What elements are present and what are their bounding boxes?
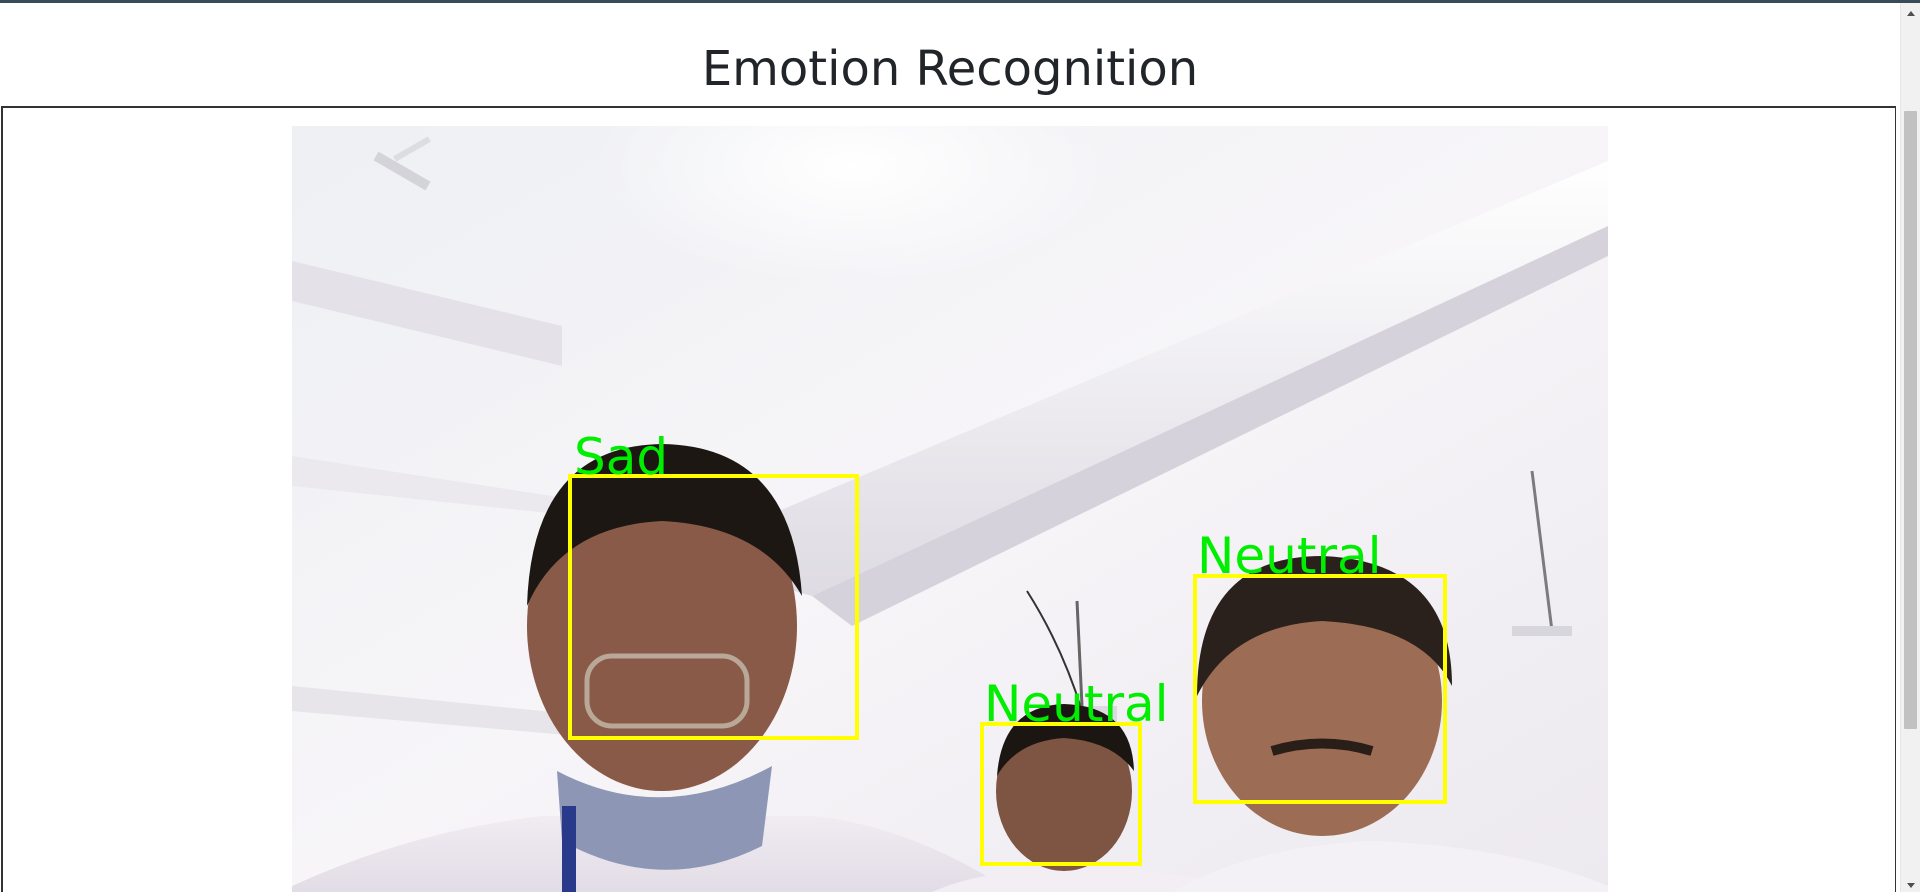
- face-box-sad: [568, 474, 859, 740]
- ceiling-beam-left: [292, 261, 562, 366]
- ceiling-fan-left: [373, 136, 431, 191]
- camera-feed-image: Sad Neutral Neutral: [292, 126, 1608, 892]
- person-right: [1172, 556, 1608, 892]
- person-left: [292, 444, 1012, 892]
- ceiling-light-glow: [592, 126, 1112, 286]
- scroll-up-arrow-icon[interactable]: [1901, 5, 1920, 21]
- browser-top-strip: [0, 0, 1920, 3]
- face-label-neutral-right: Neutral: [1197, 527, 1382, 585]
- face-box-neutral-right: [1193, 574, 1447, 804]
- face-label-sad: Sad: [574, 428, 668, 486]
- scroll-down-arrow-icon[interactable]: [1901, 878, 1920, 892]
- ceiling-fan-right: [1512, 470, 1572, 636]
- page-title: Emotion Recognition: [701, 41, 1199, 97]
- face-box-neutral-center: [980, 722, 1142, 866]
- ceiling-beam-shadow: [812, 226, 1608, 626]
- scrollbar-thumb[interactable]: [1904, 111, 1917, 729]
- face-label-neutral-center: Neutral: [984, 675, 1169, 733]
- vertical-scrollbar[interactable]: [1900, 3, 1920, 892]
- ceiling-beam-main: [672, 161, 1608, 596]
